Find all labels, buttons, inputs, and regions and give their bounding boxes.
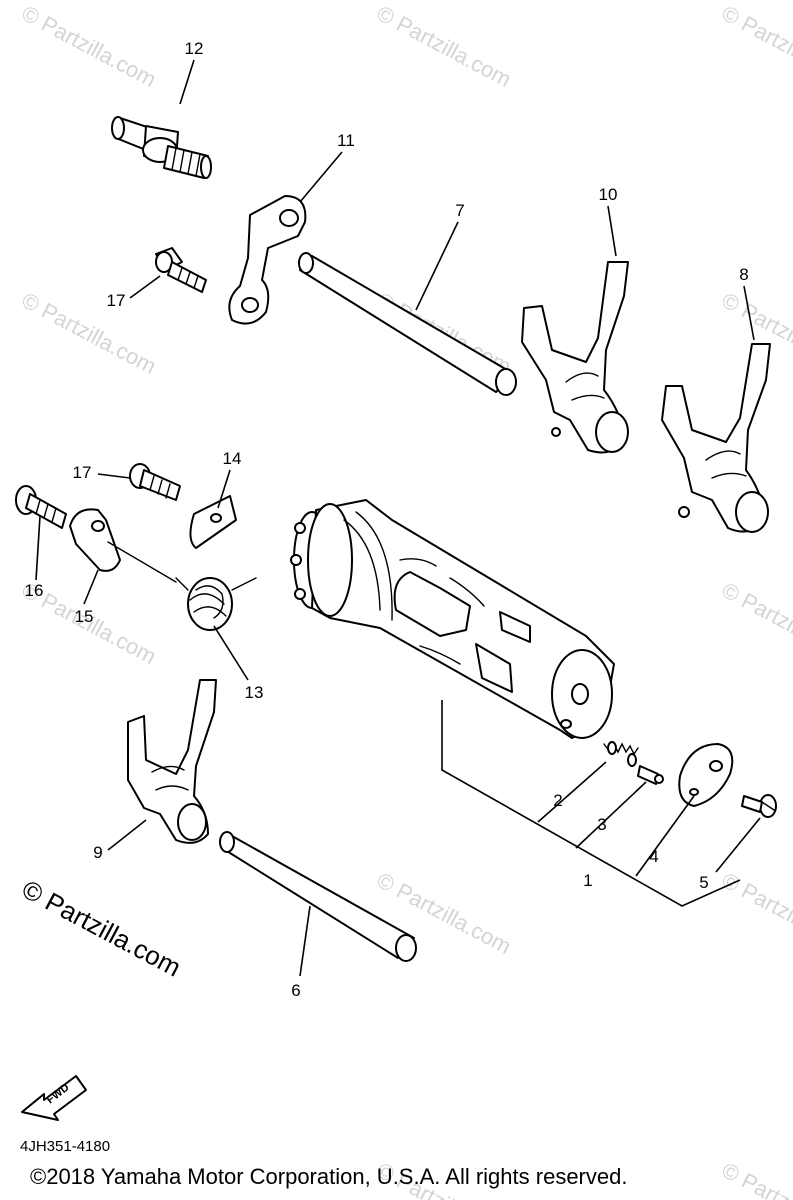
copyright-notice: ©2018 Yamaha Motor Corporation, U.S.A. A… [30,1164,628,1189]
part-7-shaft [298,252,517,396]
part-17-bolt-lower [129,463,181,501]
part-10-shift-fork [521,261,629,454]
part-13-spring [175,577,257,631]
callout-2: 2 [553,791,562,810]
callout-7: 7 [455,201,464,220]
part-8-shift-fork [661,343,771,533]
part-11-bracket [228,195,307,325]
part-9-shift-fork [127,679,217,844]
callout-17-upper: 17 [107,291,126,310]
callout-9: 9 [93,843,102,862]
watermark: © Partzilla.com [718,577,793,669]
watermark: © Partzilla.com [718,1157,793,1200]
callout-11: 11 [337,131,355,150]
part-16-bolt [15,485,67,529]
callout-13: 13 [245,683,264,702]
diagram-part-number: 4JH351-4180 [20,1138,111,1155]
callout-10: 10 [599,185,618,204]
part-2-spring [603,741,639,767]
callout-14: 14 [223,449,242,468]
callout-12: 12 [185,39,204,58]
callout-15: 15 [75,607,94,626]
callout-4: 4 [649,847,658,866]
callout-1: 1 [583,871,592,890]
watermark-main: © Partzilla.com [17,874,186,983]
fwd-arrow-icon: FWD [21,1075,87,1121]
leader-lines [35,59,761,977]
part-6-shaft [219,831,417,962]
watermark: © Partzilla.com [718,867,793,959]
part-14-plate [189,495,237,549]
callouts: 12 11 7 10 8 17 14 17 16 15 13 9 6 2 3 4… [25,39,749,1000]
part-1-shift-drum [290,499,615,739]
watermark: © Partzilla.com [18,287,161,379]
callout-16: 16 [25,581,44,600]
part-12-stud-bolt [111,116,212,179]
callout-17-lower: 17 [73,463,92,482]
watermark: © Partzilla.com [373,0,516,92]
callout-6: 6 [291,981,300,1000]
part-5-screw [741,794,777,818]
callout-8: 8 [739,265,748,284]
callout-3: 3 [597,815,606,834]
part-15-lever [69,508,177,583]
watermark: © Partzilla.com [18,0,161,92]
part-3-pin [637,765,664,785]
part-4-plate [678,743,734,807]
callout-5: 5 [699,873,708,892]
watermark: © Partzilla.com [718,0,793,92]
part-17-bolt-upper [155,247,207,293]
